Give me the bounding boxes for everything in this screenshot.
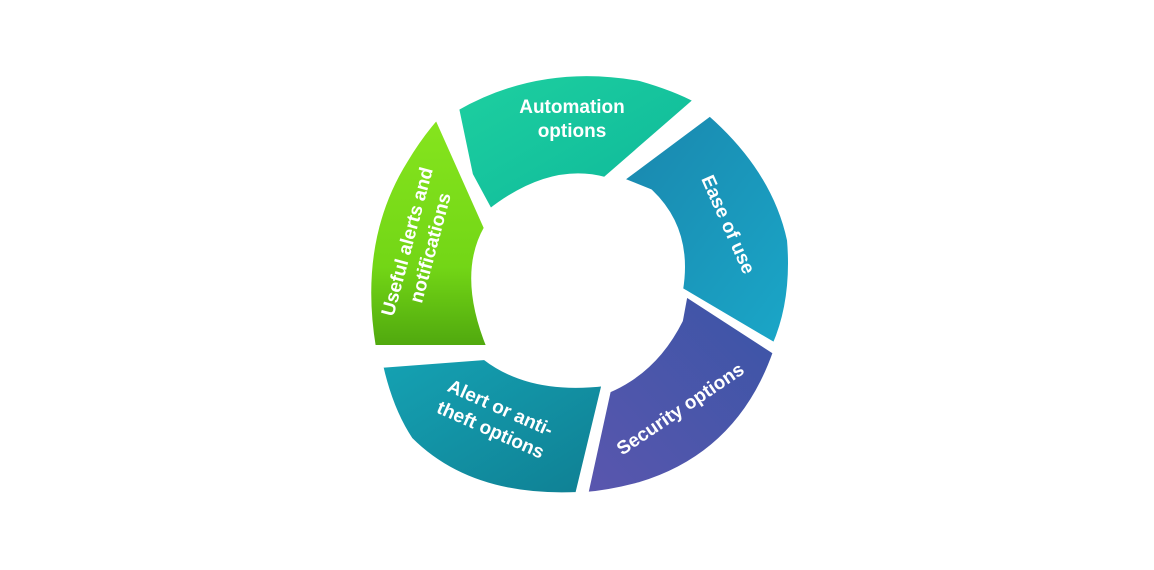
segment-alert [377,354,608,499]
segment-label-automation: Automation options [519,97,625,142]
segment-label-automation-line-0: Automation [519,97,625,118]
segment-useful [365,113,493,351]
segments-layer [365,70,794,499]
segment-security [582,290,779,498]
segment-automation [453,70,700,215]
segment-label-automation-line-1: options [538,121,607,142]
segment-ease [617,110,794,349]
